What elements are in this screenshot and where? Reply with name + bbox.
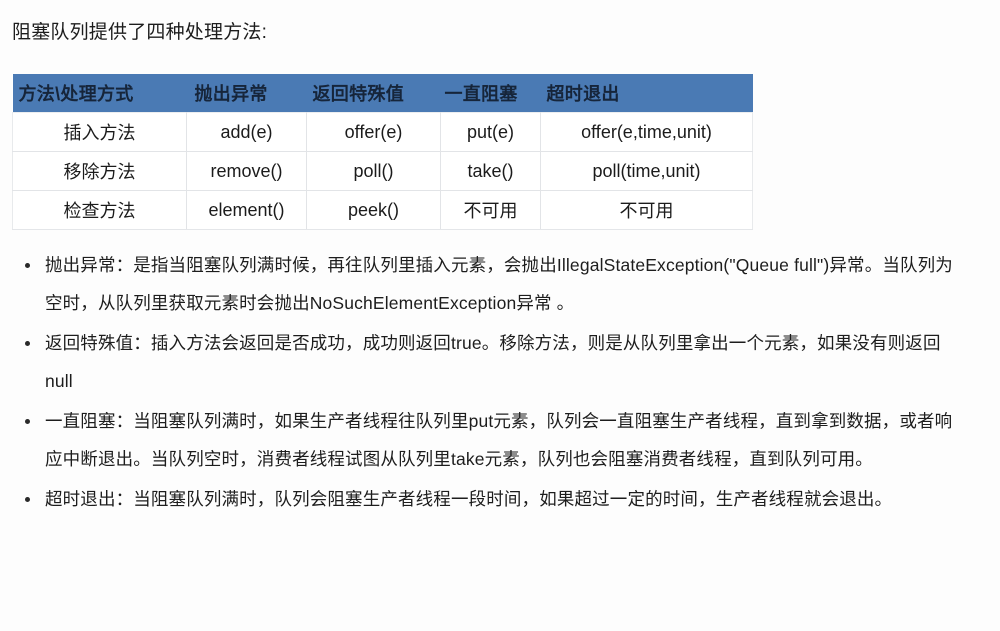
bullet-dot-icon: [25, 341, 30, 346]
cell-method: 检查方法: [12, 190, 187, 230]
table-header: 方法\处理方式 抛出异常 返回特殊值 一直阻塞 超时退出: [12, 74, 753, 113]
intro-text: 阻塞队列提供了四种处理方法:: [12, 22, 268, 43]
list-item: 一直阻塞：当阻塞队列满时，如果生产者线程往队列里put元素，队列会一直阻塞生产者…: [12, 402, 962, 478]
list-item: 超时退出：当阻塞队列满时，队列会阻塞生产者线程一段时间，如果超过一定的时间，生产…: [12, 480, 962, 518]
list-item: 抛出异常：是指当阻塞队列满时候，再往队列里插入元素，会抛出IllegalStat…: [12, 246, 962, 322]
column-header-throw-exception: 抛出异常: [186, 74, 307, 113]
column-header-method: 方法\处理方式: [12, 74, 187, 113]
table-row: 检查方法 element() peek() 不可用 不可用: [12, 190, 753, 230]
note-text: 返回特殊值：插入方法会返回是否成功，成功则返回true。移除方法，则是从队列里拿…: [45, 333, 941, 391]
list-item: 返回特殊值：插入方法会返回是否成功，成功则返回true。移除方法，则是从队列里拿…: [12, 324, 962, 400]
note-text: 一直阻塞：当阻塞队列满时，如果生产者线程往队列里put元素，队列会一直阻塞生产者…: [45, 411, 953, 469]
column-header-special-value: 返回特殊值: [306, 74, 441, 113]
table-row: 插入方法 add(e) offer(e) put(e) offer(e,time…: [12, 112, 753, 152]
cell-block: 不可用: [440, 190, 541, 230]
bullet-dot-icon: [25, 419, 30, 424]
cell-method: 插入方法: [12, 112, 187, 152]
column-header-timeout: 超时退出: [540, 74, 753, 113]
table-body: 插入方法 add(e) offer(e) put(e) offer(e,time…: [12, 112, 753, 230]
cell-block: put(e): [440, 112, 541, 152]
method-table-container: 方法\处理方式 抛出异常 返回特殊值 一直阻塞 超时退出 插入方法 add(e)…: [12, 74, 753, 230]
cell-block: take(): [440, 151, 541, 191]
cell-timeout: offer(e,time,unit): [540, 112, 753, 152]
cell-throw-exception: add(e): [186, 112, 307, 152]
cell-special-value: peek(): [306, 190, 441, 230]
column-header-block: 一直阻塞: [440, 74, 541, 113]
bullet-dot-icon: [25, 497, 30, 502]
table-row: 移除方法 remove() poll() take() poll(time,un…: [12, 151, 753, 191]
notes-list: 抛出异常：是指当阻塞队列满时候，再往队列里插入元素，会抛出IllegalStat…: [12, 246, 962, 520]
note-text: 抛出异常：是指当阻塞队列满时候，再往队列里插入元素，会抛出IllegalStat…: [45, 255, 953, 313]
cell-special-value: offer(e): [306, 112, 441, 152]
note-text: 超时退出：当阻塞队列满时，队列会阻塞生产者线程一段时间，如果超过一定的时间，生产…: [45, 489, 893, 509]
cell-timeout: poll(time,unit): [540, 151, 753, 191]
bullet-dot-icon: [25, 263, 30, 268]
cell-throw-exception: remove(): [186, 151, 307, 191]
blocking-queue-method-table: 方法\处理方式 抛出异常 返回特殊值 一直阻塞 超时退出 插入方法 add(e)…: [12, 74, 753, 230]
cell-method: 移除方法: [12, 151, 187, 191]
cell-throw-exception: element(): [186, 190, 307, 230]
table-header-row: 方法\处理方式 抛出异常 返回特殊值 一直阻塞 超时退出: [12, 74, 753, 113]
cell-timeout: 不可用: [540, 190, 753, 230]
cell-special-value: poll(): [306, 151, 441, 191]
